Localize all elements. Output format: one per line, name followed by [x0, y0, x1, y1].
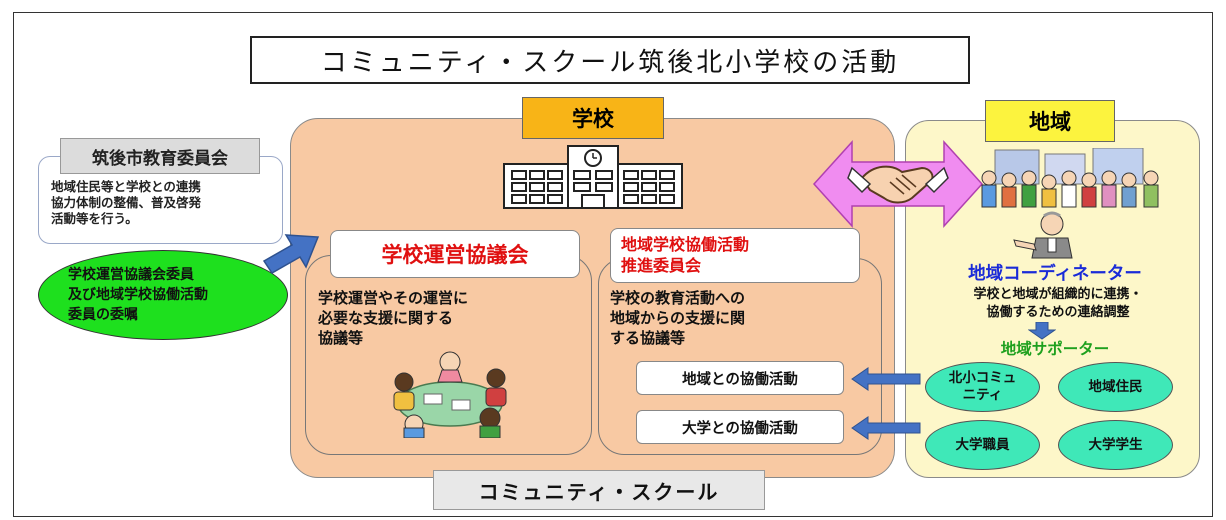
meeting-illustration-icon	[393, 351, 507, 438]
supporter-oval-kitasho-community: 北小コミュ ニティ	[925, 362, 1040, 412]
coordinator-title: 地域コーディネーター	[968, 264, 1142, 284]
commission-text: 学校運営協議会委員 及び地域学校協働活動 委員の委嘱	[68, 267, 208, 323]
board-to-school-arrow-icon	[262, 234, 320, 274]
handshake-arrow-icon	[812, 140, 984, 228]
supporter-oval-university-staff: 大学職員	[925, 420, 1040, 470]
council-title: 学校運営協議会	[330, 230, 580, 278]
coordinator-down-arrow-icon	[1028, 322, 1056, 340]
supporter-title: 地域サポーター	[1000, 340, 1110, 358]
diagram-title: コミュニティ・スクール筑後北小学校の活動	[250, 36, 970, 84]
collab-region-box: 地域との協働活動	[636, 361, 844, 395]
board-name-label: 筑後市教育委員会	[60, 138, 260, 174]
supporter-oval-residents: 地域住民	[1058, 362, 1173, 412]
diagram-frame	[13, 12, 1213, 517]
board-commission-oval: 学校運営協議会委員 及び地域学校協働活動 委員の委嘱	[38, 250, 288, 340]
community-school-label: コミュニティ・スクール	[433, 470, 765, 510]
supporter-to-region-arrow-icon	[851, 367, 921, 391]
school-tag: 学校	[522, 97, 664, 139]
supporter-oval-university-students: 大学学生	[1058, 420, 1173, 470]
council-description: 学校運営やその運営に 必要な支援に関する 協議等	[318, 289, 469, 347]
promotion-committee-title: 地域学校協働活動 推進委員会	[610, 228, 860, 283]
region-tag: 地域	[985, 100, 1115, 142]
coordinator-description: 学校と地域が組織的に連携・ 協働するための連絡調整	[973, 287, 1143, 320]
school-building-icon	[503, 145, 683, 209]
handshake-icon	[847, 165, 949, 204]
supporter-to-university-arrow-icon	[851, 416, 921, 440]
promotion-description: 学校の教育活動への 地域からの支援に関 する協議等	[610, 289, 746, 347]
collab-university-box: 大学との協働活動	[636, 410, 844, 444]
coordinator-person-icon	[1013, 211, 1073, 259]
community-people-icon	[981, 148, 1159, 208]
